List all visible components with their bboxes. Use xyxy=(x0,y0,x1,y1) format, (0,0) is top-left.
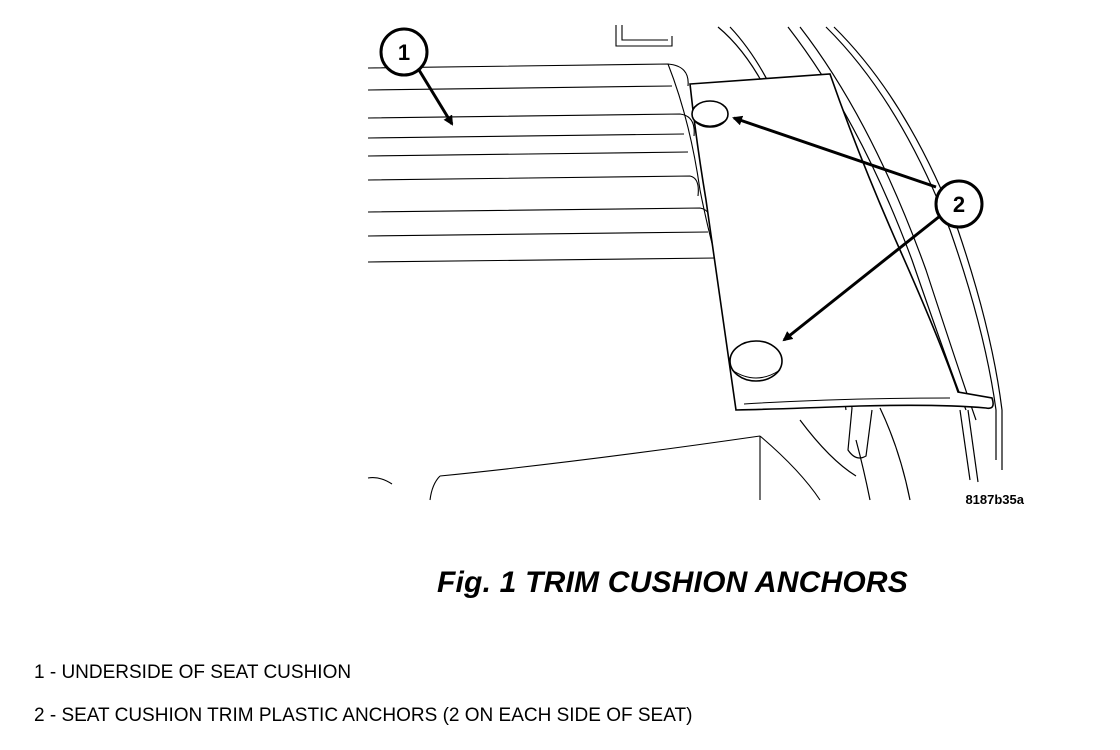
plastic-anchors xyxy=(691,100,783,382)
callout-1: 1 xyxy=(379,27,429,77)
callout-legend: 1 - UNDERSIDE OF SEAT CUSHION 2 - SEAT C… xyxy=(34,662,692,748)
callout-1-number: 1 xyxy=(398,40,410,65)
legend-item: 2 - SEAT CUSHION TRIM PLASTIC ANCHORS (2… xyxy=(34,705,693,726)
illustration-drawing: 1 2 8187b35a xyxy=(367,25,1025,507)
callout-1-arrow xyxy=(417,69,454,126)
callout-1-circle xyxy=(379,27,429,77)
figure-caption: Fig. 1 TRIM CUSHION ANCHORS xyxy=(437,566,908,599)
trim-cushion-anchors-illustration: 1 2 8187b35a xyxy=(360,20,1040,520)
upper-anchor xyxy=(691,100,729,128)
callout-2: 2 xyxy=(934,179,984,229)
callout-2-lower-arrow xyxy=(782,214,941,342)
lower-anchor xyxy=(729,340,783,382)
seat-cushion-underside xyxy=(367,25,821,501)
leader-arrows xyxy=(417,69,941,342)
legend-item: 1 - UNDERSIDE OF SEAT CUSHION xyxy=(34,662,352,683)
callout-2-circle xyxy=(934,179,984,229)
callout-2-number: 2 xyxy=(953,192,965,217)
trim-panel xyxy=(689,73,994,411)
figure-id-code: 8187b35a xyxy=(965,492,1024,507)
callout-2-upper-arrow xyxy=(732,115,937,189)
